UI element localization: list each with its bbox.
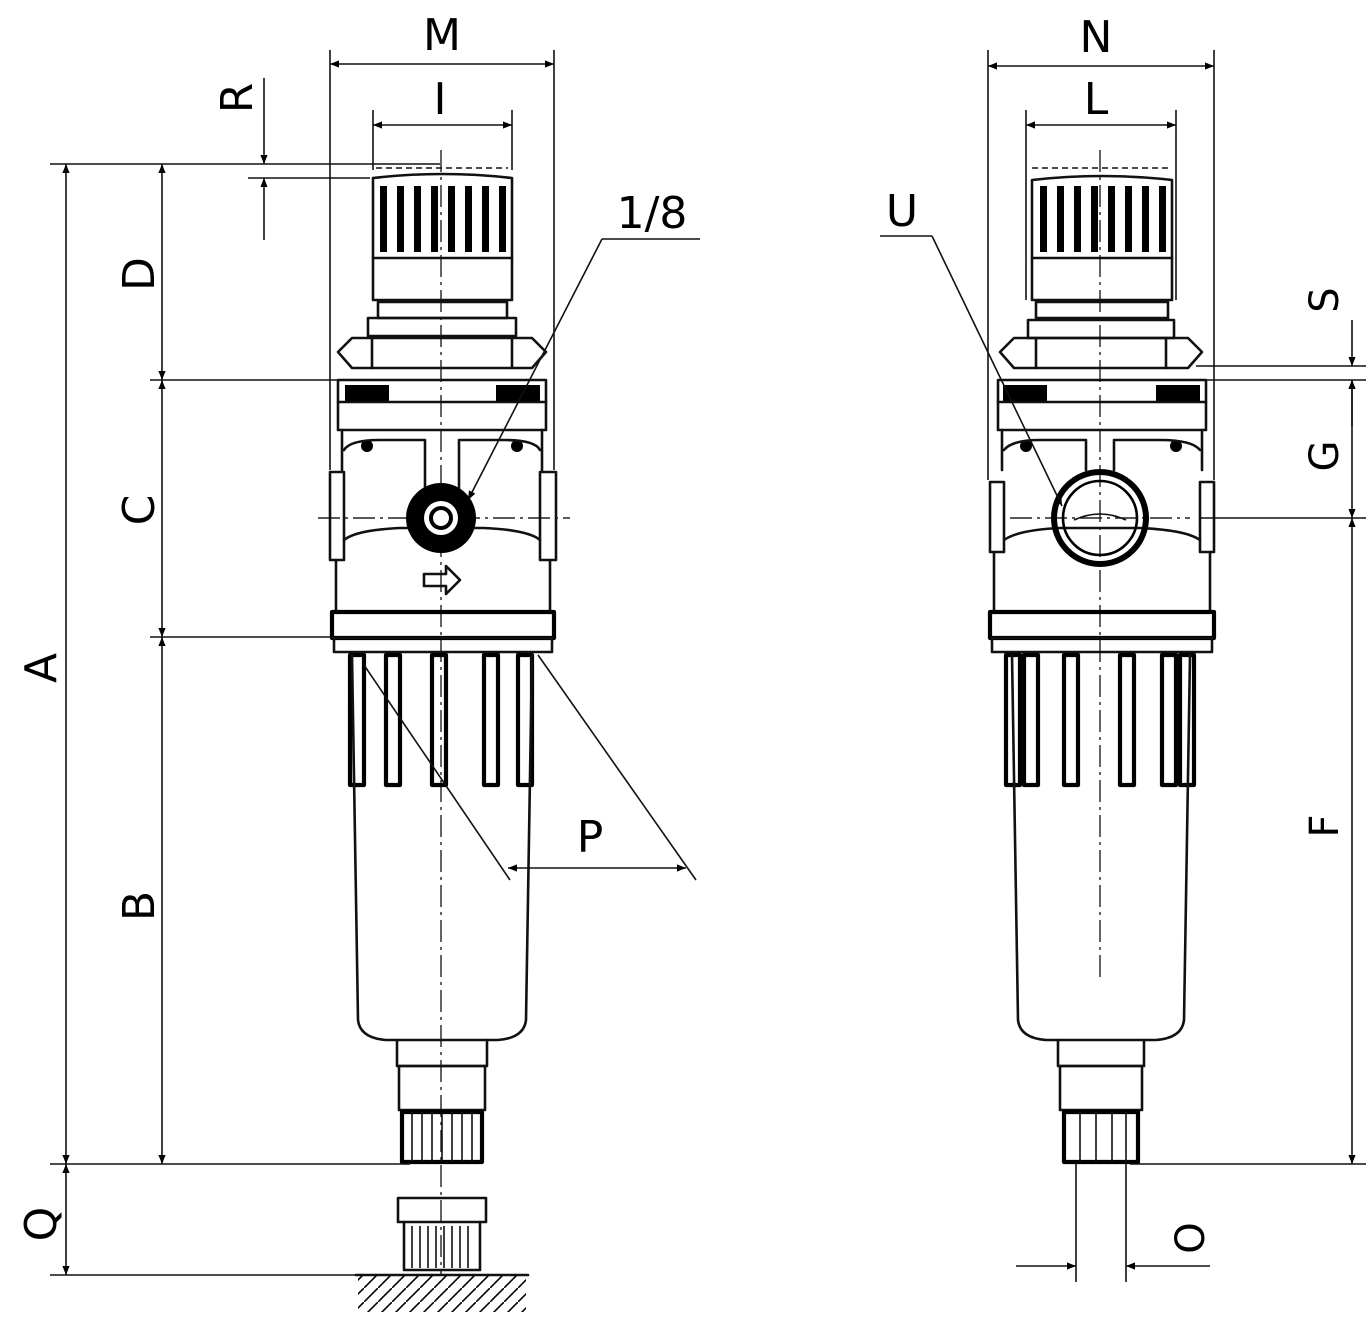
label-o: O xyxy=(1168,1222,1214,1253)
bowl-guard xyxy=(347,652,535,788)
filter-bowl xyxy=(350,653,534,1165)
label-q: Q xyxy=(16,1207,67,1242)
drain-fitting xyxy=(354,1196,530,1312)
dimension-r: R xyxy=(212,78,370,240)
dimension-n: N xyxy=(987,12,1215,480)
regulator-body xyxy=(328,378,558,654)
label-u: U xyxy=(886,186,918,237)
label-b: B xyxy=(114,891,165,921)
label-i: I xyxy=(434,74,447,125)
bonnet-nut-side xyxy=(998,318,1204,370)
adjusting-knob xyxy=(371,167,514,320)
dimension-o: O xyxy=(1016,1164,1214,1282)
label-port: 1/8 xyxy=(617,188,688,239)
label-l: L xyxy=(1084,74,1109,125)
label-f: F xyxy=(1302,814,1348,837)
label-g: G xyxy=(1302,441,1348,472)
side-view: N L U S G F xyxy=(880,12,1366,1282)
port-u-leader: U xyxy=(880,186,1063,507)
dimension-chain-left: A D C B Q xyxy=(16,163,440,1276)
dimension-i: I xyxy=(372,74,513,170)
label-d: D xyxy=(114,257,165,291)
dimension-m: M xyxy=(329,10,555,470)
regulator-body-side xyxy=(987,378,1217,654)
label-m: M xyxy=(423,10,461,61)
dimension-l: L xyxy=(1025,74,1177,300)
label-n: N xyxy=(1080,12,1113,63)
adjusting-knob-side xyxy=(1030,167,1174,320)
label-r: R xyxy=(212,83,263,114)
dimension-p: P xyxy=(363,654,697,881)
filter-bowl-side xyxy=(1010,653,1192,1165)
dimension-chain-right: S G F xyxy=(1130,287,1366,1165)
label-c: C xyxy=(114,495,165,526)
label-p: P xyxy=(577,812,604,863)
label-a: A xyxy=(16,653,67,683)
label-s: S xyxy=(1302,287,1348,312)
bonnet-nut xyxy=(336,316,548,370)
front-view: M I R A D xyxy=(16,10,700,1312)
port-leader: 1/8 xyxy=(467,188,700,501)
